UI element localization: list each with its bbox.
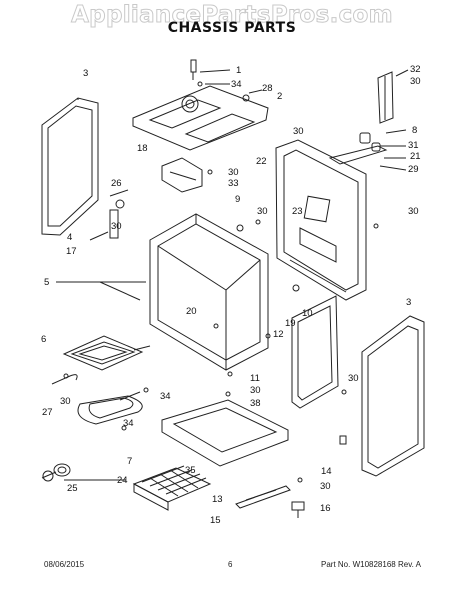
footer-date: 08/06/2015 (44, 560, 85, 569)
callout: 28 (262, 83, 273, 94)
callout: 3 (406, 297, 411, 308)
callout: 23 (292, 206, 303, 217)
bottom-tray (161, 399, 289, 467)
side-panel-left (41, 97, 99, 236)
page-title: CHASSIS PARTS (167, 20, 297, 36)
watermark-text: AppliancePartsPros.com (71, 2, 394, 29)
bake-element (62, 335, 151, 371)
callout: 17 (66, 246, 77, 257)
callout: 34 (160, 391, 171, 402)
callout: 32 (410, 64, 421, 75)
rev-value: A (415, 560, 421, 569)
callout: 30 (228, 167, 239, 178)
callout: 14 (321, 466, 332, 477)
side-panel-right (361, 315, 425, 477)
callout: 7 (127, 456, 132, 467)
bracket-15 (235, 485, 291, 509)
callout: 34 (123, 418, 134, 429)
callout: 30 (408, 206, 419, 217)
callout: 38 (250, 398, 261, 409)
rev-label: Rev. (397, 560, 414, 569)
frame-38 (291, 295, 339, 409)
part-no-value: W10828168 (352, 560, 396, 569)
callout: 27 (42, 407, 53, 418)
callout-labels: 1 34 28 2 3 32 30 8 30 31 21 29 18 30 22… (41, 64, 421, 526)
callout: 30 (60, 396, 71, 407)
bracket-32 (377, 69, 409, 124)
callout: 19 (285, 318, 296, 329)
knob-25 (41, 463, 71, 482)
callout: 30 (410, 76, 421, 87)
callout: 26 (111, 178, 122, 189)
callout: 21 (410, 151, 421, 162)
footer-part-info: Part No. W10828168 Rev. A (321, 560, 421, 569)
callout: 18 (137, 143, 148, 154)
callout: 11 (250, 373, 260, 384)
oven-cavity (149, 213, 269, 371)
callout: 4 (67, 232, 72, 243)
callout: 13 (212, 494, 223, 505)
control-bracket (328, 129, 407, 171)
callout: 35 (185, 465, 196, 476)
callout: 3 (83, 68, 88, 79)
top-panel (132, 85, 269, 151)
callout: 12 (273, 329, 284, 340)
callout: 20 (186, 306, 197, 317)
callout: 30 (111, 221, 122, 232)
screw-1 (190, 59, 231, 80)
callout: 30 (257, 206, 268, 217)
callout: 10 (302, 308, 313, 319)
part-no-label: Part No. (321, 560, 351, 569)
callout: 24 (117, 475, 128, 486)
footer-page-number: 6 (228, 560, 233, 569)
callout: 9 (235, 194, 240, 205)
component-18 (161, 157, 203, 193)
oven-rack (132, 465, 212, 511)
callout: 2 (277, 91, 282, 102)
callout: 25 (67, 483, 78, 494)
callout: 15 (210, 515, 221, 526)
callout: 34 (231, 79, 242, 90)
callout: 22 (256, 156, 267, 167)
callout: 5 (44, 277, 49, 288)
callout: 8 (412, 125, 417, 136)
callout: 6 (41, 334, 46, 345)
callout: 1 (236, 65, 241, 76)
callout: 31 (408, 140, 419, 151)
leveling-leg (291, 501, 305, 518)
callout: 29 (408, 164, 419, 175)
callout: 30 (348, 373, 359, 384)
callout: 30 (250, 385, 261, 396)
broil-element (77, 391, 143, 425)
callout: 16 (320, 503, 331, 514)
callout: 33 (228, 178, 239, 189)
rear-panel (275, 139, 367, 301)
callout: 30 (293, 126, 304, 137)
callout: 30 (320, 481, 331, 492)
